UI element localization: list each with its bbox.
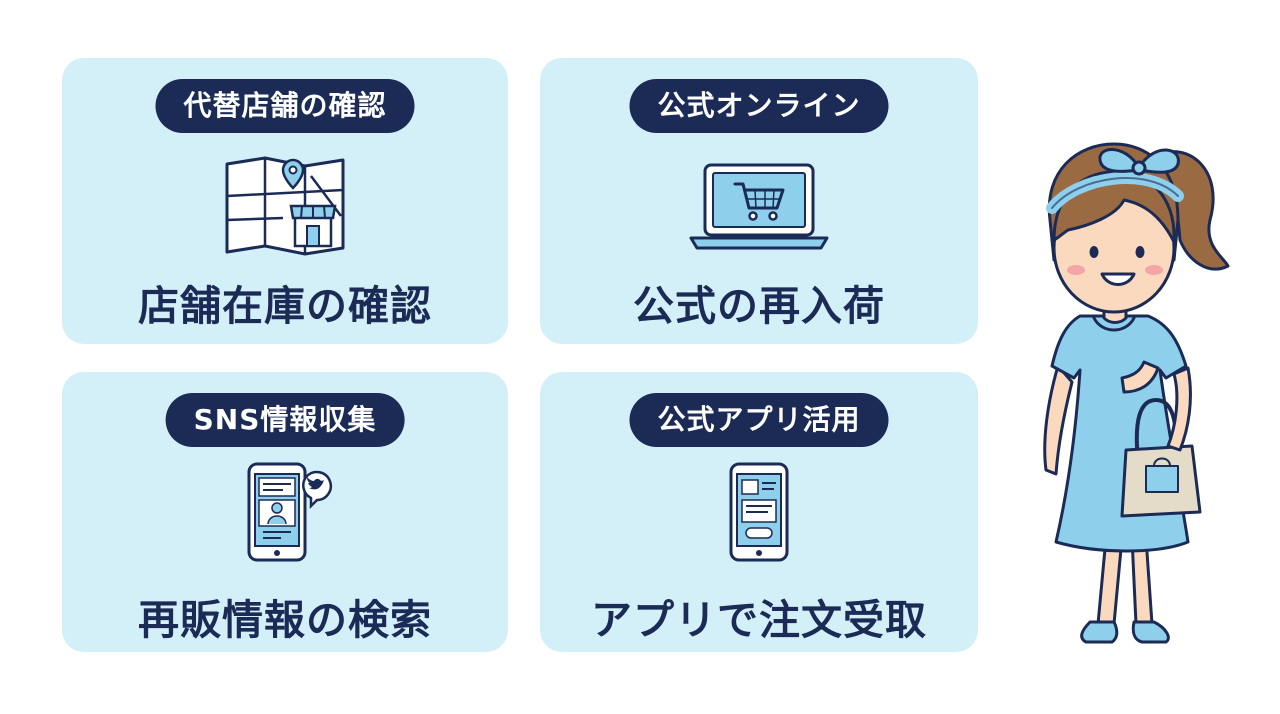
card-label: 公式の再入荷 xyxy=(633,282,885,330)
card-tag: 公式アプリ活用 xyxy=(629,393,889,447)
card-label: 再販情報の検索 xyxy=(138,596,432,644)
card-tag: 公式オンライン xyxy=(629,79,889,133)
card-tag: SNS情報収集 xyxy=(165,393,405,447)
store-map-icon xyxy=(225,156,345,256)
shopping-girl-illustration xyxy=(1043,142,1230,644)
phone-app-icon xyxy=(729,462,789,562)
card-tag: 代替店舗の確認 xyxy=(155,79,415,133)
card-official-app: 公式アプリ活用 アプリで注文受取 xyxy=(540,372,978,652)
card-label: 店舗在庫の確認 xyxy=(138,282,432,330)
phone-social-icon xyxy=(247,462,333,562)
card-store-alternatives: 代替店舗の確認 店舗在庫の確認 xyxy=(62,58,508,344)
card-official-online: 公式オンライン 公式の再入荷 xyxy=(540,58,978,344)
card-label: アプリで注文受取 xyxy=(591,596,927,644)
card-sns-research: SNS情報収集 再販情報の検索 xyxy=(62,372,508,652)
laptop-cart-icon xyxy=(689,163,829,250)
